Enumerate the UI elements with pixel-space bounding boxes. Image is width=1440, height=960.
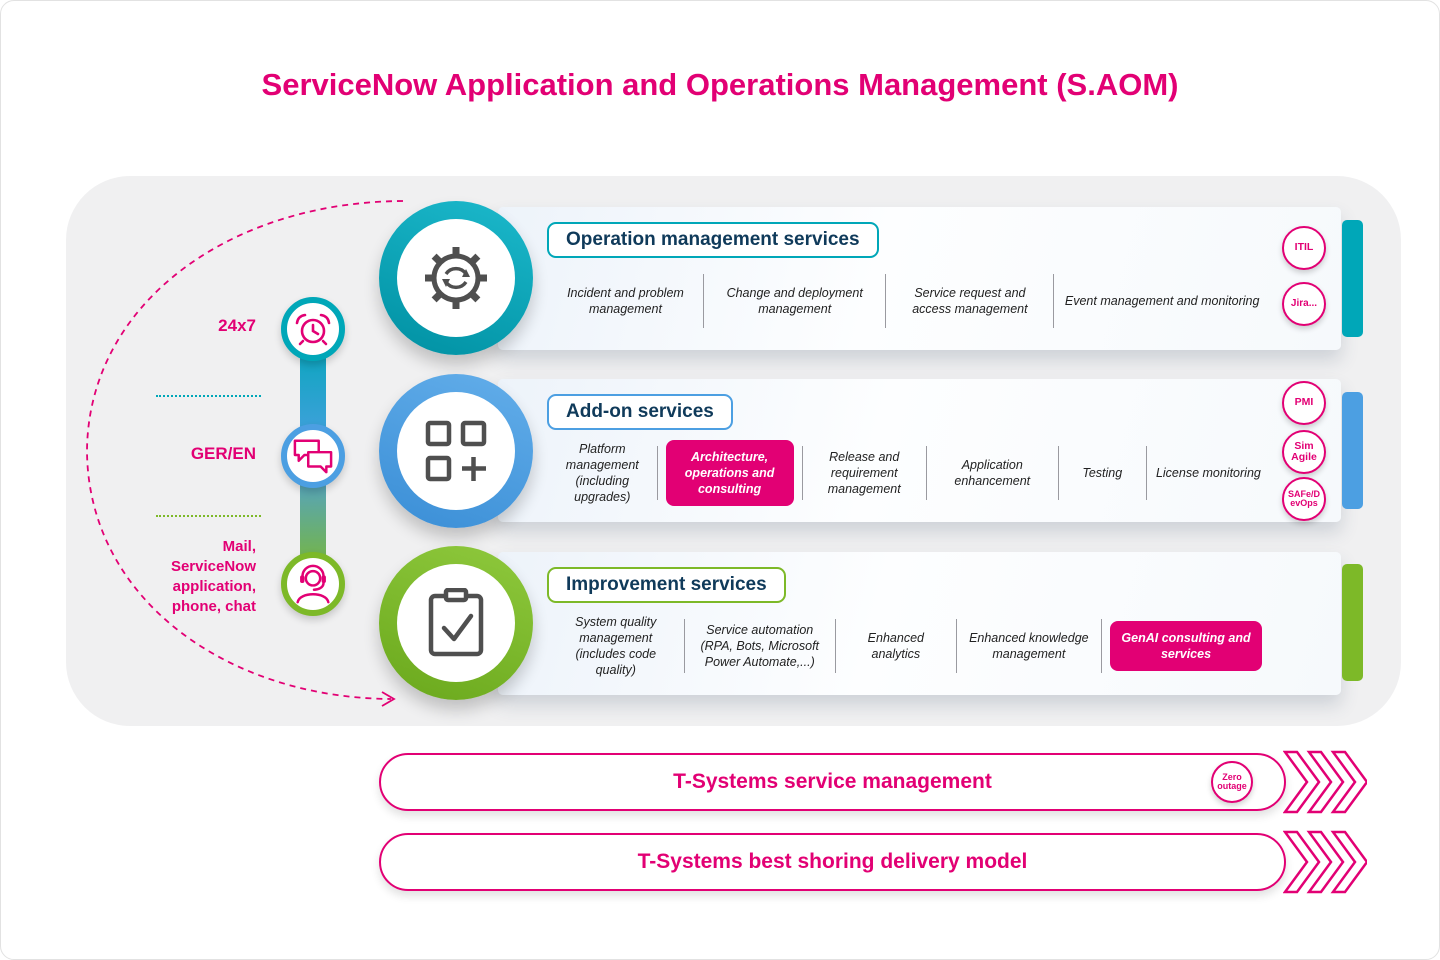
divider [656, 446, 658, 500]
service-item: Event management and monitoring [1064, 293, 1260, 308]
accent-bar-green [1342, 564, 1363, 681]
divider [955, 619, 957, 673]
service-item: System quality management (includes code… [575, 614, 657, 678]
chevron-arrows-icon [1283, 750, 1367, 814]
divider [683, 619, 685, 673]
divider [1053, 274, 1055, 328]
divider [1101, 619, 1102, 673]
divider [801, 446, 803, 500]
gear-sync-icon [425, 247, 487, 309]
service-item: Platform management (including upgrades) [565, 441, 639, 505]
chevron-arrows-icon [1283, 830, 1367, 894]
banner-best-shoring: T-Systems best shoring delivery model [379, 833, 1286, 891]
row-header-addon: Add-on services [547, 394, 733, 430]
service-item: Incident and problem management [567, 285, 684, 316]
availability-label: 24x7 [218, 316, 256, 335]
addon-items: Platform management (including upgrades)… [548, 436, 1270, 510]
language-label: GER/EN [190, 444, 256, 463]
divider [702, 274, 704, 328]
badge-jira: Jira... [1282, 282, 1326, 326]
badge-sim-agile: Sim Agile [1282, 430, 1326, 474]
service-item: Enhanced knowledge management [969, 630, 1089, 661]
divider [835, 619, 836, 673]
divider [885, 274, 887, 328]
operation-management-card: Operation management services Incident a… [498, 207, 1341, 350]
service-item-highlighted: Architecture, operations and consulting [665, 439, 794, 507]
clipboard-check-icon [428, 588, 484, 657]
alarm-clock-icon [295, 313, 331, 346]
improvement-services-card: Improvement services System quality mana… [498, 552, 1341, 695]
service-item: Change and deployment management [726, 285, 863, 316]
language-circle [281, 424, 345, 488]
divider [1057, 446, 1059, 500]
page-title: ServiceNow Application and Operations Ma… [261, 67, 1179, 102]
divider [925, 446, 927, 500]
addon-services-card: Add-on services Platform management (inc… [498, 379, 1341, 522]
zero-outage-badge: Zero outage [1211, 761, 1253, 803]
row-header-improvement: Improvement services [547, 567, 786, 603]
service-item: Enhanced analytics [867, 630, 924, 661]
divider-teal-dotted [156, 395, 261, 397]
accent-bar-teal [1342, 220, 1363, 337]
contact-channels-label: Mail, ServiceNow application, phone, cha… [170, 538, 256, 615]
service-item: License monitoring [1155, 465, 1261, 480]
service-item: Testing [1082, 465, 1123, 480]
service-item-highlighted: GenAI consulting and services [1110, 620, 1263, 672]
operation-row-circle [379, 201, 533, 355]
service-item: Service request and access management [912, 285, 1028, 316]
divider-green-dotted [156, 515, 261, 517]
badge-pmi: PMI [1282, 381, 1326, 425]
availability-circle [281, 297, 345, 361]
improvement-row-circle [379, 546, 533, 700]
badge-itil: ITIL [1282, 226, 1326, 270]
operation-items: Incident and problem management Change a… [548, 264, 1270, 338]
banner-label: T-Systems service management [673, 770, 992, 793]
addon-row-circle [379, 374, 533, 528]
banner-label: T-Systems best shoring delivery model [637, 850, 1028, 873]
chat-bubbles-icon [293, 439, 333, 474]
accent-bar-blue [1342, 392, 1363, 509]
circle-inner [397, 564, 515, 682]
service-item: Service automation (RPA, Bots, Microsoft… [700, 622, 820, 670]
row-header-operation: Operation management services [547, 222, 879, 258]
service-item: Application enhancement [954, 457, 1031, 488]
grid-plus-icon [425, 420, 487, 482]
badge-safe-devops: SAFe/DevOps [1282, 477, 1326, 521]
circle-inner [397, 392, 515, 510]
headset-agent-icon [296, 564, 330, 604]
divider [1145, 446, 1147, 500]
circle-inner [397, 219, 515, 337]
contact-channels-circle [281, 552, 345, 616]
service-item: Release and requirement management [827, 449, 901, 497]
banner-service-management: T-Systems service management [379, 753, 1286, 811]
improvement-items: System quality management (includes code… [548, 609, 1270, 683]
